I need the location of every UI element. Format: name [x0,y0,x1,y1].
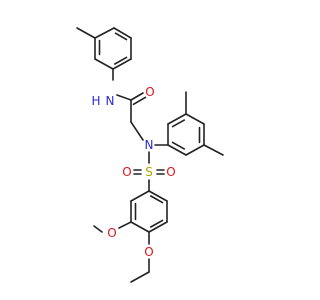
sulfur-label: S [145,165,153,179]
ch2-to-sulfonamide-n-bond [130,121,144,141]
carbonyl-double-bond-a [130,92,144,101]
amide-n-to-carbonyl-bond [116,94,132,101]
chemical-structure-diagram: H N O N S O O O O [76,27,224,283]
methoxy-oxygen-4-label: O [144,245,153,259]
sulfonyl-oxygen-right-label: O [166,165,175,179]
methyl-bond-lower [203,144,224,156]
methoxy-o3-to-methyl-bond [93,225,103,233]
ring-to-methoxy-o3-bond [118,221,132,229]
dimethoxyphenyl-ring [130,190,168,233]
dimethylphenyl-ring [167,113,205,156]
sulfonyl-oxygen-left-label: O [122,165,131,179]
tolyl-methyl-bond [76,27,96,39]
amide-hydrogen-label: H [91,94,100,108]
amide-nitrogen-label: N [106,94,115,108]
tolyl-ring [94,27,132,70]
sulfonamide-nitrogen-label: N [145,138,154,152]
methoxy-oxygen-3-label: O [107,226,116,240]
carbonyl-double-bond-b [132,96,147,106]
methoxy-o4-methyl-end [130,271,150,283]
carbonyl-oxygen-label: O [145,85,154,99]
